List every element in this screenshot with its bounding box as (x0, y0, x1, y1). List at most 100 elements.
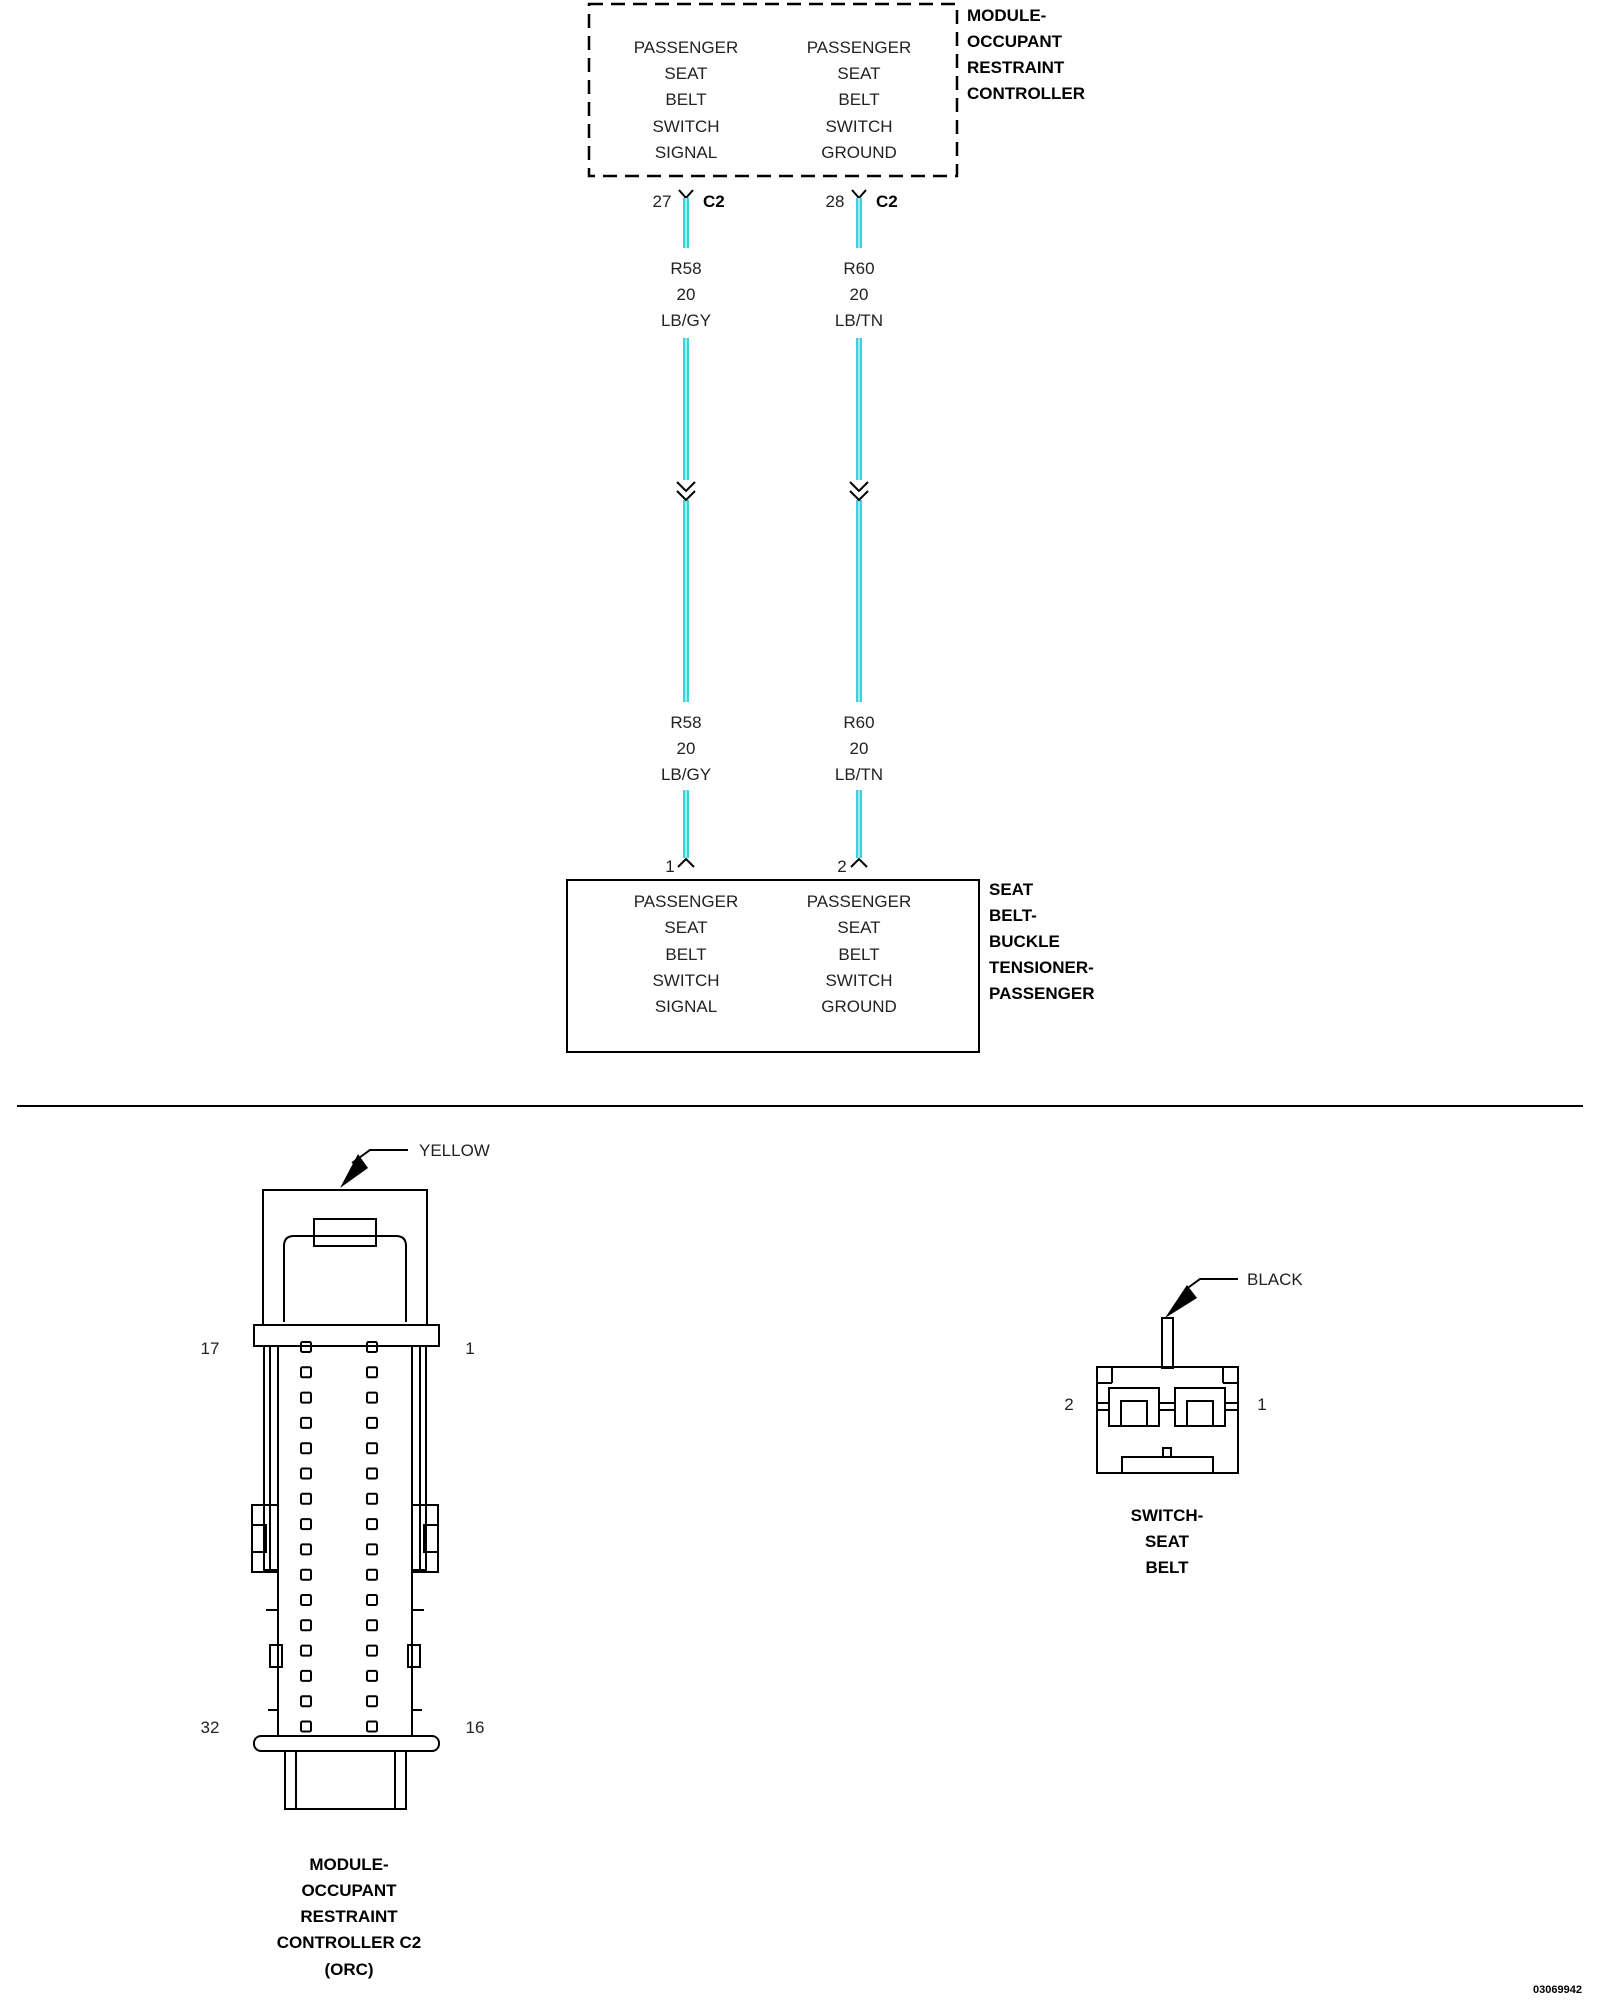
terminal-cavity (300, 1442, 312, 1455)
pin-2-label: 2 (837, 857, 846, 876)
svg-text:RESTRAINT: RESTRAINT (967, 58, 1065, 77)
terminal-cavity (300, 1366, 312, 1379)
svg-text:SWITCH: SWITCH (825, 971, 892, 990)
svg-text:BELT-: BELT- (989, 906, 1037, 925)
svg-text:SIGNAL: SIGNAL (655, 143, 717, 162)
seat-belt-switch-connector-face-view: BLACK 2 1 (1064, 1270, 1303, 1474)
orc-pin-17-label: 17 (201, 1339, 220, 1358)
terminal-cavity (300, 1695, 312, 1708)
svg-text:PASSENGER: PASSENGER (989, 984, 1095, 1003)
switch-pin-1-label: 1 (1257, 1395, 1266, 1414)
svg-text:TENSIONER-: TENSIONER- (989, 958, 1094, 977)
svg-text:SEAT: SEAT (664, 64, 707, 83)
terminal-cavity (366, 1492, 378, 1505)
pin-27-label: 27 (653, 192, 672, 211)
terminal-cavity (366, 1644, 378, 1657)
svg-text:PASSENGER: PASSENGER (807, 892, 912, 911)
orc-pin-32-label: 32 (201, 1718, 220, 1737)
tensioner-name: SEAT BELT- BUCKLE TENSIONER- PASSENGER (989, 880, 1095, 1003)
svg-text:SWITCH: SWITCH (652, 971, 719, 990)
svg-text:MODULE-: MODULE- (967, 6, 1046, 25)
orc-color-callout: YELLOW (419, 1141, 490, 1160)
svg-text:SWITCH: SWITCH (825, 117, 892, 136)
svg-text:OCCUPANT: OCCUPANT (967, 32, 1063, 51)
svg-text:MODULE-: MODULE- (309, 1855, 388, 1874)
svg-text:BELT: BELT (665, 945, 706, 964)
terminal-cavity (366, 1568, 378, 1581)
orc-pin-1-label: 1 (465, 1339, 474, 1358)
switch-pin-2-label: 2 (1064, 1395, 1073, 1414)
svg-text:BELT: BELT (838, 945, 879, 964)
wire-r58-label-lower: R58 20 LB/GY (661, 713, 711, 784)
wire-r58-label-upper: R58 20 LB/GY (661, 259, 711, 330)
svg-text:R58: R58 (670, 259, 701, 278)
tensioner-right-function: PASSENGER SEAT BELT SWITCH GROUND (807, 892, 912, 1016)
svg-text:SEAT: SEAT (837, 918, 880, 937)
svg-text:LB/TN: LB/TN (835, 311, 883, 330)
svg-text:SWITCH-: SWITCH- (1131, 1506, 1204, 1525)
svg-text:R60: R60 (843, 259, 874, 278)
terminal-cavity (300, 1391, 312, 1404)
terminal-cavity (300, 1644, 312, 1657)
terminal-cavity (300, 1492, 312, 1505)
orc-pin-16-label: 16 (466, 1718, 485, 1737)
tensioner-left-function: PASSENGER SEAT BELT SWITCH SIGNAL (634, 892, 739, 1016)
svg-text:SEAT: SEAT (837, 64, 880, 83)
orc-module-right-function: PASSENGER SEAT BELT SWITCH GROUND (807, 38, 912, 162)
terminal-cavity (366, 1619, 378, 1632)
terminal-cavity (366, 1720, 378, 1733)
svg-text:CONTROLLER: CONTROLLER (967, 84, 1085, 103)
svg-text:PASSENGER: PASSENGER (634, 892, 739, 911)
svg-text:SIGNAL: SIGNAL (655, 997, 717, 1016)
inline-connector-left-icon (676, 481, 696, 502)
terminal-cavity (300, 1543, 312, 1556)
terminal-cavity (366, 1669, 378, 1682)
svg-text:R60: R60 (843, 713, 874, 732)
terminal-cavity (366, 1594, 378, 1606)
inline-connector-right-icon (849, 481, 869, 502)
figure-id: 03069942 (1533, 1984, 1582, 1996)
svg-text:GROUND: GROUND (821, 143, 897, 162)
svg-text:20: 20 (850, 285, 869, 304)
orc-module-box (587, 2, 959, 178)
terminal-cavity (366, 1366, 378, 1379)
svg-text:PASSENGER: PASSENGER (634, 38, 739, 57)
connector-c2-right-label: C2 (876, 192, 898, 211)
svg-text:R58: R58 (670, 713, 701, 732)
svg-text:20: 20 (850, 739, 869, 758)
male-terminal-2-icon (850, 857, 868, 868)
orc-c2-connector-name: MODULE- OCCUPANT RESTRAINT CONTROLLER C2… (277, 1855, 422, 1979)
terminal-cavity (300, 1568, 312, 1581)
orc-module-name: MODULE- OCCUPANT RESTRAINT CONTROLLER (967, 6, 1085, 103)
svg-text:RESTRAINT: RESTRAINT (300, 1907, 398, 1926)
terminal-cavity (300, 1416, 312, 1429)
terminal-cavity (300, 1594, 312, 1606)
orc-terminal-cavities (300, 1341, 378, 1733)
svg-text:LB/TN: LB/TN (835, 765, 883, 784)
terminal-cavity (366, 1442, 378, 1455)
svg-text:GROUND: GROUND (821, 997, 897, 1016)
terminal-cavity (300, 1518, 312, 1531)
terminal-cavity (300, 1669, 312, 1682)
connector-c2-left-label: C2 (703, 192, 725, 211)
svg-text:20: 20 (677, 285, 696, 304)
wire-r60-label-lower: R60 20 LB/TN (835, 713, 883, 784)
svg-text:20: 20 (677, 739, 696, 758)
terminal-cavity (366, 1467, 378, 1480)
svg-text:LB/GY: LB/GY (661, 765, 711, 784)
female-terminal-28-icon (851, 189, 867, 200)
pin-28-label: 28 (826, 192, 845, 211)
wire-r60-label-upper: R60 20 LB/TN (835, 259, 883, 330)
terminal-cavity (366, 1543, 378, 1556)
svg-text:BELT: BELT (665, 90, 706, 109)
svg-text:SEAT: SEAT (989, 880, 1034, 899)
terminal-cavity (366, 1518, 378, 1531)
svg-text:SWITCH: SWITCH (652, 117, 719, 136)
orc-c2-connector-face-view: YELLOW 17 1 (201, 1141, 490, 1810)
terminal-cavity (300, 1467, 312, 1480)
svg-text:BELT: BELT (838, 90, 879, 109)
terminal-cavity (300, 1720, 312, 1733)
orc-module-left-function: PASSENGER SEAT BELT SWITCH SIGNAL (634, 38, 739, 162)
svg-text:(ORC): (ORC) (324, 1960, 373, 1979)
